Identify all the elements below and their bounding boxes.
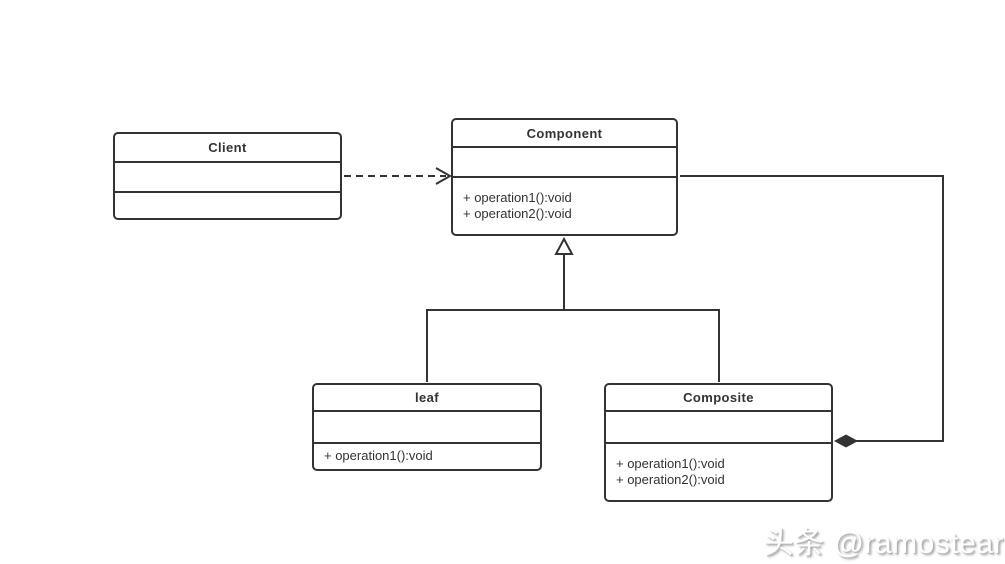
class-box-client: Client (113, 132, 342, 220)
class-attributes-leaf (314, 412, 540, 444)
class-box-composite: Composite + operation1():void + operatio… (604, 383, 833, 502)
class-box-leaf: leaf + operation1():void (312, 383, 542, 471)
method-line: + operation1():void (463, 190, 572, 205)
class-methods-leaf: + operation1():void (314, 444, 540, 469)
watermark-text: 头条 @ramostear (763, 527, 1004, 560)
class-methods-composite: + operation1():void + operation2():void (606, 444, 831, 500)
class-attributes-composite (606, 412, 831, 444)
class-title-component: Component (453, 120, 676, 148)
class-box-component: Component + operation1():void + operatio… (451, 118, 678, 236)
open-arrowhead-icon (435, 167, 453, 185)
class-title-composite: Composite (606, 385, 831, 412)
class-title-client: Client (115, 134, 340, 163)
class-methods-client (115, 193, 340, 218)
method-line: + operation2():void (463, 206, 572, 221)
dependency-connector-client-component (344, 167, 453, 185)
generalization-connector (426, 236, 720, 382)
hollow-triangle-icon (554, 236, 574, 255)
class-attributes-client (115, 163, 340, 193)
class-methods-component: + operation1():void + operation2():void (453, 178, 676, 234)
method-line: + operation1():void (324, 448, 433, 463)
class-title-leaf: leaf (314, 385, 540, 412)
method-line: + operation2():void (616, 472, 725, 487)
composition-lines (680, 175, 944, 442)
generalization-lines (426, 254, 720, 382)
method-line: + operation1():void (616, 456, 725, 471)
composition-connector (680, 175, 944, 448)
class-attributes-component (453, 148, 676, 178)
filled-diamond-icon (834, 434, 858, 448)
